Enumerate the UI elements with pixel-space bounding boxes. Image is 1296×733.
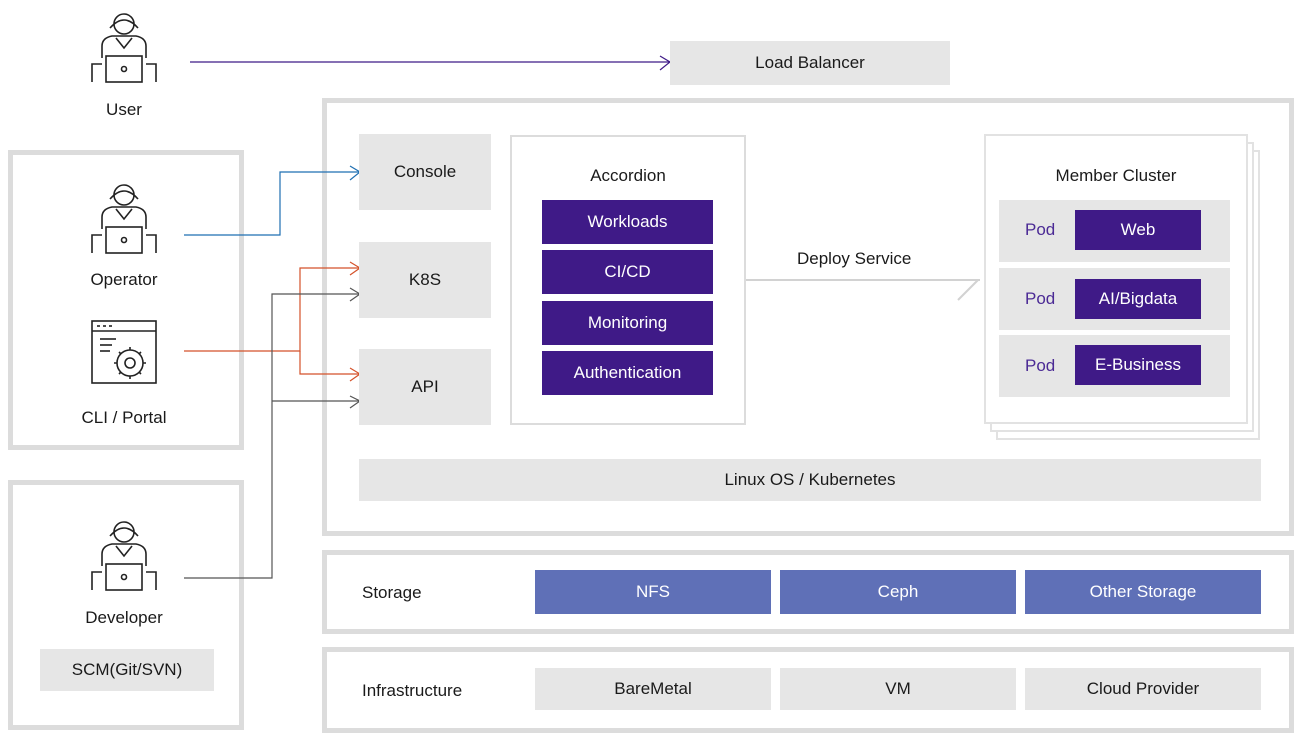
accordion-item-cicd: CI/CD [542,250,713,294]
k8s-box: K8S [359,242,491,318]
cli-portal-icon [91,320,157,384]
api-box: API [359,349,491,425]
os-layer-bar: Linux OS / Kubernetes [359,459,1261,501]
storage-other: Other Storage [1025,570,1261,614]
storage-label: Storage [362,583,422,602]
operator-person-icon [91,184,157,254]
developer-label: Developer [85,608,163,627]
pod-web: Web [1075,210,1201,250]
accordion-item-authentication: Authentication [542,351,713,395]
deploy-service-label: Deploy Service [797,249,912,268]
infra-baremetal: BareMetal [535,668,771,710]
cli-portal-label: CLI / Portal [81,408,167,427]
user-label: User [106,100,142,119]
infra-vm: VM [780,668,1016,710]
load-balancer-box: Load Balancer [670,41,950,85]
infrastructure-label: Infrastructure [362,681,463,700]
scm-box: SCM(Git/SVN) [40,649,214,691]
pod-tag-ai: Pod [1025,289,1056,308]
console-box: Console [359,134,491,210]
accordion-title: Accordion [590,166,666,185]
pod-e-business: E-Business [1075,345,1201,385]
pod-ai-bigdata: AI/Bigdata [1075,279,1201,319]
pod-tag-ebusiness: Pod [1025,356,1056,375]
member-cluster-title: Member Cluster [1055,166,1177,185]
pod-tag-web: Pod [1025,220,1056,239]
storage-ceph: Ceph [780,570,1016,614]
storage-nfs: NFS [535,570,771,614]
user-person-icon [91,13,157,83]
accordion-item-monitoring: Monitoring [542,301,713,345]
developer-person-icon [91,521,157,591]
infra-cloud-provider: Cloud Provider [1025,668,1261,710]
accordion-item-workloads: Workloads [542,200,713,244]
user-to-lb-arrow [659,55,672,71]
operator-label: Operator [90,270,158,289]
